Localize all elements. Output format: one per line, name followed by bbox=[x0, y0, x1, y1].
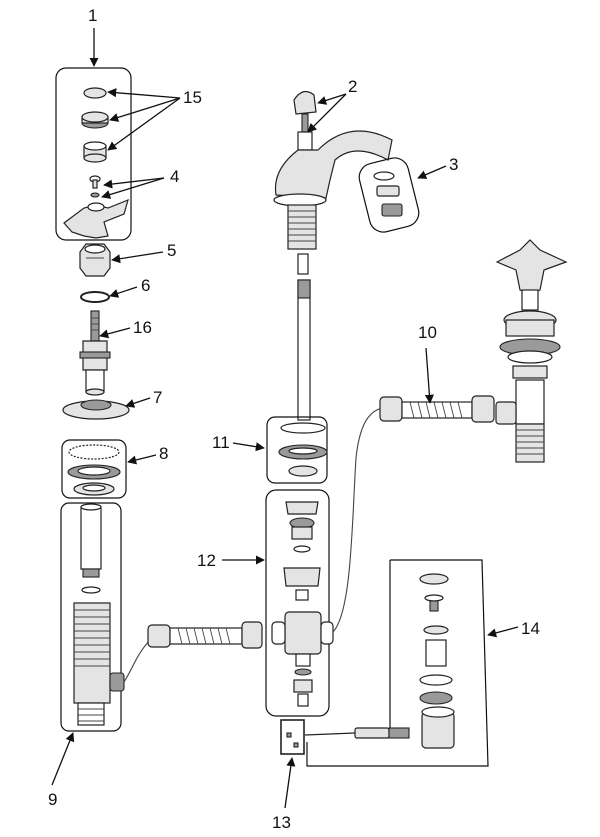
callout-13: 13 bbox=[272, 813, 291, 832]
packing-set bbox=[266, 416, 328, 484]
callout-12: 12 bbox=[197, 551, 216, 570]
handle-kit-box bbox=[55, 67, 132, 241]
handle-screw bbox=[89, 175, 101, 198]
shroud-ring bbox=[81, 111, 109, 129]
headwork-nut bbox=[79, 243, 111, 277]
callout-6: 6 bbox=[141, 276, 150, 295]
callout-7: 7 bbox=[153, 388, 162, 407]
braided-hose-left bbox=[147, 621, 263, 649]
hose-line-right bbox=[332, 407, 393, 633]
callout-labels: 1 2 3 4 5 6 7 8 9 10 11 12 13 14 15 16 bbox=[48, 6, 540, 832]
callout-11: 11 bbox=[212, 433, 230, 452]
callout-8: 8 bbox=[159, 444, 168, 463]
hose-line-left bbox=[123, 639, 151, 683]
callout-5: 5 bbox=[167, 241, 176, 260]
shank-tail-group bbox=[60, 502, 125, 732]
adaptor-sleeve bbox=[83, 141, 107, 163]
callout-14: 14 bbox=[521, 619, 540, 638]
handle-kit-group bbox=[55, 67, 132, 241]
callout-2: 2 bbox=[348, 77, 357, 96]
index-cap bbox=[83, 87, 107, 99]
pop-up-waste-group bbox=[306, 559, 489, 767]
valve-cartridge bbox=[79, 310, 111, 396]
callout-16: 16 bbox=[133, 318, 152, 337]
flange-plate bbox=[62, 399, 130, 420]
assembled-handle bbox=[495, 239, 568, 463]
callout-10: 10 bbox=[418, 323, 437, 342]
braided-hose-right bbox=[379, 395, 495, 423]
callout-1: 1 bbox=[88, 6, 97, 25]
o-ring bbox=[80, 291, 110, 303]
leader-lines bbox=[51, 28, 519, 809]
aerator-kit bbox=[358, 157, 420, 233]
callout-4: 4 bbox=[170, 167, 179, 186]
pop-up-lever-plate bbox=[280, 719, 410, 755]
washer-set bbox=[61, 439, 127, 499]
spout-assembly bbox=[273, 90, 393, 421]
callout-3: 3 bbox=[449, 155, 458, 174]
callout-15: 15 bbox=[183, 88, 202, 107]
cross-handle bbox=[63, 198, 129, 239]
callout-9: 9 bbox=[48, 790, 57, 809]
valve-body-group bbox=[265, 489, 334, 717]
